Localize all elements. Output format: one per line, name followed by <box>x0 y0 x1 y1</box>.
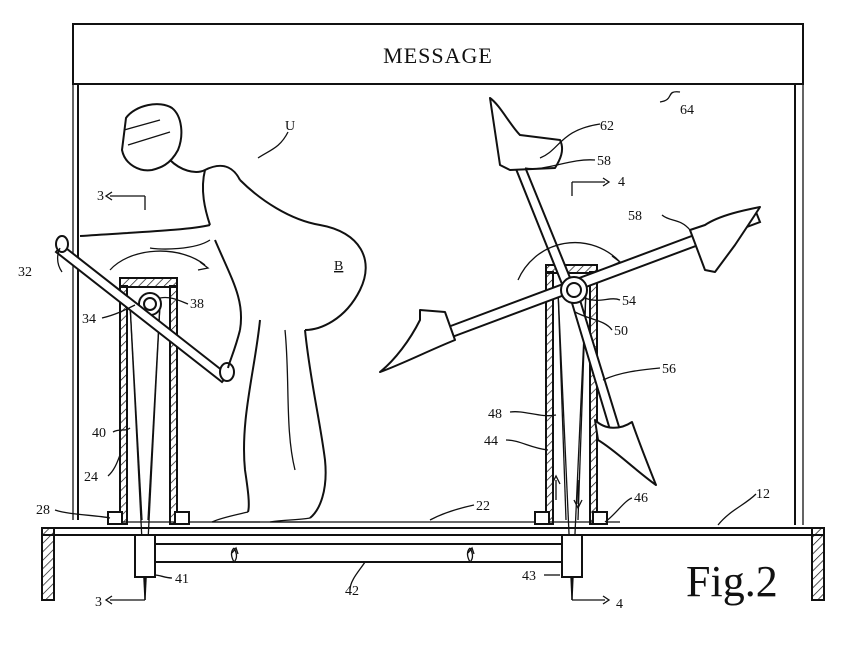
label-28: 28 <box>36 503 50 518</box>
label-38: 38 <box>190 297 204 312</box>
label-24: 24 <box>84 470 98 485</box>
label-U: U <box>285 119 295 134</box>
leader-lines <box>54 91 757 591</box>
label-3-top: 3 <box>97 189 104 204</box>
label-54: 54 <box>622 294 636 309</box>
label-40: 40 <box>92 426 106 441</box>
label-46: 46 <box>634 491 648 506</box>
left-crank-handle <box>54 235 235 384</box>
label-12: 12 <box>756 487 770 502</box>
right-shoe <box>689 206 761 273</box>
label-50: 50 <box>614 324 628 339</box>
label-41: 41 <box>175 572 189 587</box>
label-56: 56 <box>662 362 676 377</box>
label-B: B <box>334 259 343 274</box>
label-58-upper: 58 <box>597 154 611 169</box>
left-column <box>107 277 190 601</box>
label-44: 44 <box>484 434 498 449</box>
base-platform <box>41 521 825 601</box>
message-board: MESSAGE <box>72 23 804 525</box>
connecting-shaft <box>149 543 576 564</box>
label-4-top: 4 <box>618 175 625 190</box>
label-48: 48 <box>488 407 502 422</box>
label-34: 34 <box>82 312 96 327</box>
label-58-right: 58 <box>628 209 642 224</box>
upper-shoe <box>489 97 564 171</box>
label-64: 64 <box>680 103 694 118</box>
left-shoe <box>379 309 456 373</box>
label-4-bottom: 4 <box>616 597 623 612</box>
message-text: MESSAGE <box>383 43 493 68</box>
label-3-bottom: 3 <box>95 595 102 610</box>
reference-labels: 3 3 4 4 12 22 24 28 32 34 38 40 41 42 43… <box>18 103 770 612</box>
user-figure <box>79 103 367 523</box>
section-markers <box>104 177 611 605</box>
label-43: 43 <box>522 569 536 584</box>
label-22: 22 <box>476 499 490 514</box>
label-32: 32 <box>18 265 32 280</box>
right-column <box>534 264 608 601</box>
figure-title: Fig.2 <box>686 557 778 606</box>
label-62: 62 <box>600 119 614 134</box>
label-42: 42 <box>345 584 359 599</box>
lower-shoe <box>594 419 657 486</box>
pedal-mechanism <box>379 97 762 486</box>
